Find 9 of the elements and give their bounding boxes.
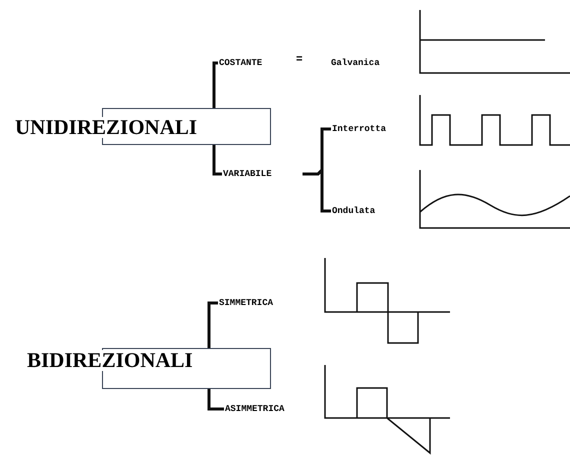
bracket-line xyxy=(212,62,218,108)
category-box xyxy=(15,108,271,145)
category-title: BIDIREZIONALI xyxy=(27,350,193,371)
bracket-line xyxy=(208,302,218,348)
equals-sign: = xyxy=(296,55,303,66)
bracket-line xyxy=(208,389,224,410)
bracket-line xyxy=(212,145,222,176)
category-box xyxy=(27,348,271,389)
category-title: UNIDIREZIONALI xyxy=(15,117,198,138)
